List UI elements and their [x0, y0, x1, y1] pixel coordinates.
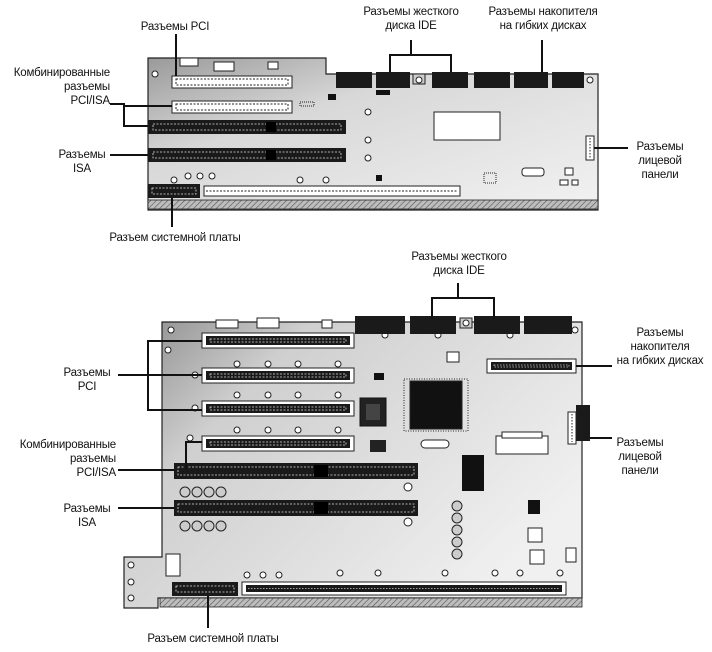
bottom-label-isa-line1: Разъемы	[63, 503, 111, 515]
top-label-floppy-line2: на гибких дисках	[499, 20, 587, 32]
bottom-label-floppy-line1: Разъемы	[636, 327, 684, 339]
top-label-ide: Разъемы жесткого диска IDE	[358, 5, 464, 33]
bottom-board-edge	[159, 597, 583, 608]
bottom-front-panel-connector	[567, 405, 590, 445]
top-label-combo: Комбинированные разъемы PCI/ISA	[2, 66, 110, 108]
top-isa-slot-2	[148, 148, 346, 162]
top-label-front: Разъемы лицевой панели	[630, 140, 690, 182]
bottom-label-combo-line2: разъемы	[69, 453, 116, 465]
bottom-combo-slot	[201, 435, 355, 452]
top-label-combo-line1: Комбинированные	[13, 67, 110, 79]
top-combo-slot	[171, 100, 293, 114]
top-label-ide-line2: диска IDE	[385, 20, 437, 32]
bottom-system-connector	[172, 581, 567, 596]
top-board-edge	[147, 199, 599, 210]
bottom-label-floppy: Разъемы накопителя на гибких дисках	[608, 326, 712, 368]
bottom-pci-slots	[201, 332, 355, 417]
bottom-label-combo-line3: PCI/ISA	[76, 467, 116, 479]
top-label-floppy: Разъемы накопителя на гибких дисках	[484, 5, 602, 33]
bottom-label-pci: Разъемы PCI	[60, 366, 114, 394]
bottom-label-ide-line1: Разъемы жесткого	[411, 251, 507, 263]
bottom-label-front-line2: лицевой	[618, 451, 662, 463]
top-board-outline	[147, 57, 599, 211]
bottom-label-front-line3: панели	[621, 465, 659, 477]
top-label-isa-line2: ISA	[73, 163, 91, 175]
bottom-label-combo: Комбинированные разъемы PCI/ISA	[2, 438, 116, 480]
top-leaders	[110, 34, 628, 227]
bottom-label-pci-line2: PCI	[77, 381, 97, 393]
top-label-ide-line1: Разъемы жесткого	[363, 6, 459, 18]
bottom-floppy-connector	[486, 358, 577, 374]
top-system-connector	[148, 184, 461, 198]
top-label-front-line2: лицевой	[638, 155, 682, 167]
bottom-label-isa-line2: ISA	[78, 517, 96, 529]
bottom-cpu-chip	[409, 380, 463, 430]
bottom-label-front: Разъемы лицевой панели	[610, 436, 670, 478]
top-label-system: Разъем системной платы	[109, 232, 241, 244]
bottom-label-floppy-line2: накопителя	[630, 341, 690, 353]
top-label-isa-line1: Разъемы	[58, 149, 106, 161]
top-label-combo-line2: разъемы	[63, 81, 110, 93]
bottom-label-ide: Разъемы жесткого диска IDE	[406, 250, 512, 278]
top-label-front-line3: панели	[641, 169, 679, 181]
bottom-label-combo-line1: Комбинированные	[19, 439, 116, 451]
bottom-label-system: Разъем системной платы	[147, 633, 279, 645]
top-label-isa: Разъемы ISA	[56, 148, 108, 176]
top-label-floppy-line1: Разъемы накопителя	[488, 6, 598, 18]
bottom-ide-connectors	[355, 316, 572, 334]
bottom-label-floppy-line3: на гибких дисках	[616, 355, 704, 367]
bottom-isa-slots	[174, 463, 418, 516]
top-board	[110, 34, 628, 227]
top-label-combo-line3: PCI/ISA	[70, 95, 110, 107]
bottom-label-ide-line2: диска IDE	[433, 265, 485, 277]
top-isa-slot-1	[148, 120, 346, 134]
top-pci-slot	[171, 75, 293, 89]
top-label-front-line1: Разъемы	[636, 141, 684, 153]
bottom-label-isa: Разъемы ISA	[60, 502, 114, 530]
bottom-label-front-line1: Разъемы	[616, 437, 664, 449]
bottom-leaders	[118, 283, 612, 628]
bottom-board	[118, 283, 612, 628]
top-ide-floppy-connectors	[336, 72, 594, 95]
bottom-label-pci-line1: Разъемы	[63, 367, 111, 379]
top-label-pci: Разъемы PCI	[140, 21, 210, 33]
